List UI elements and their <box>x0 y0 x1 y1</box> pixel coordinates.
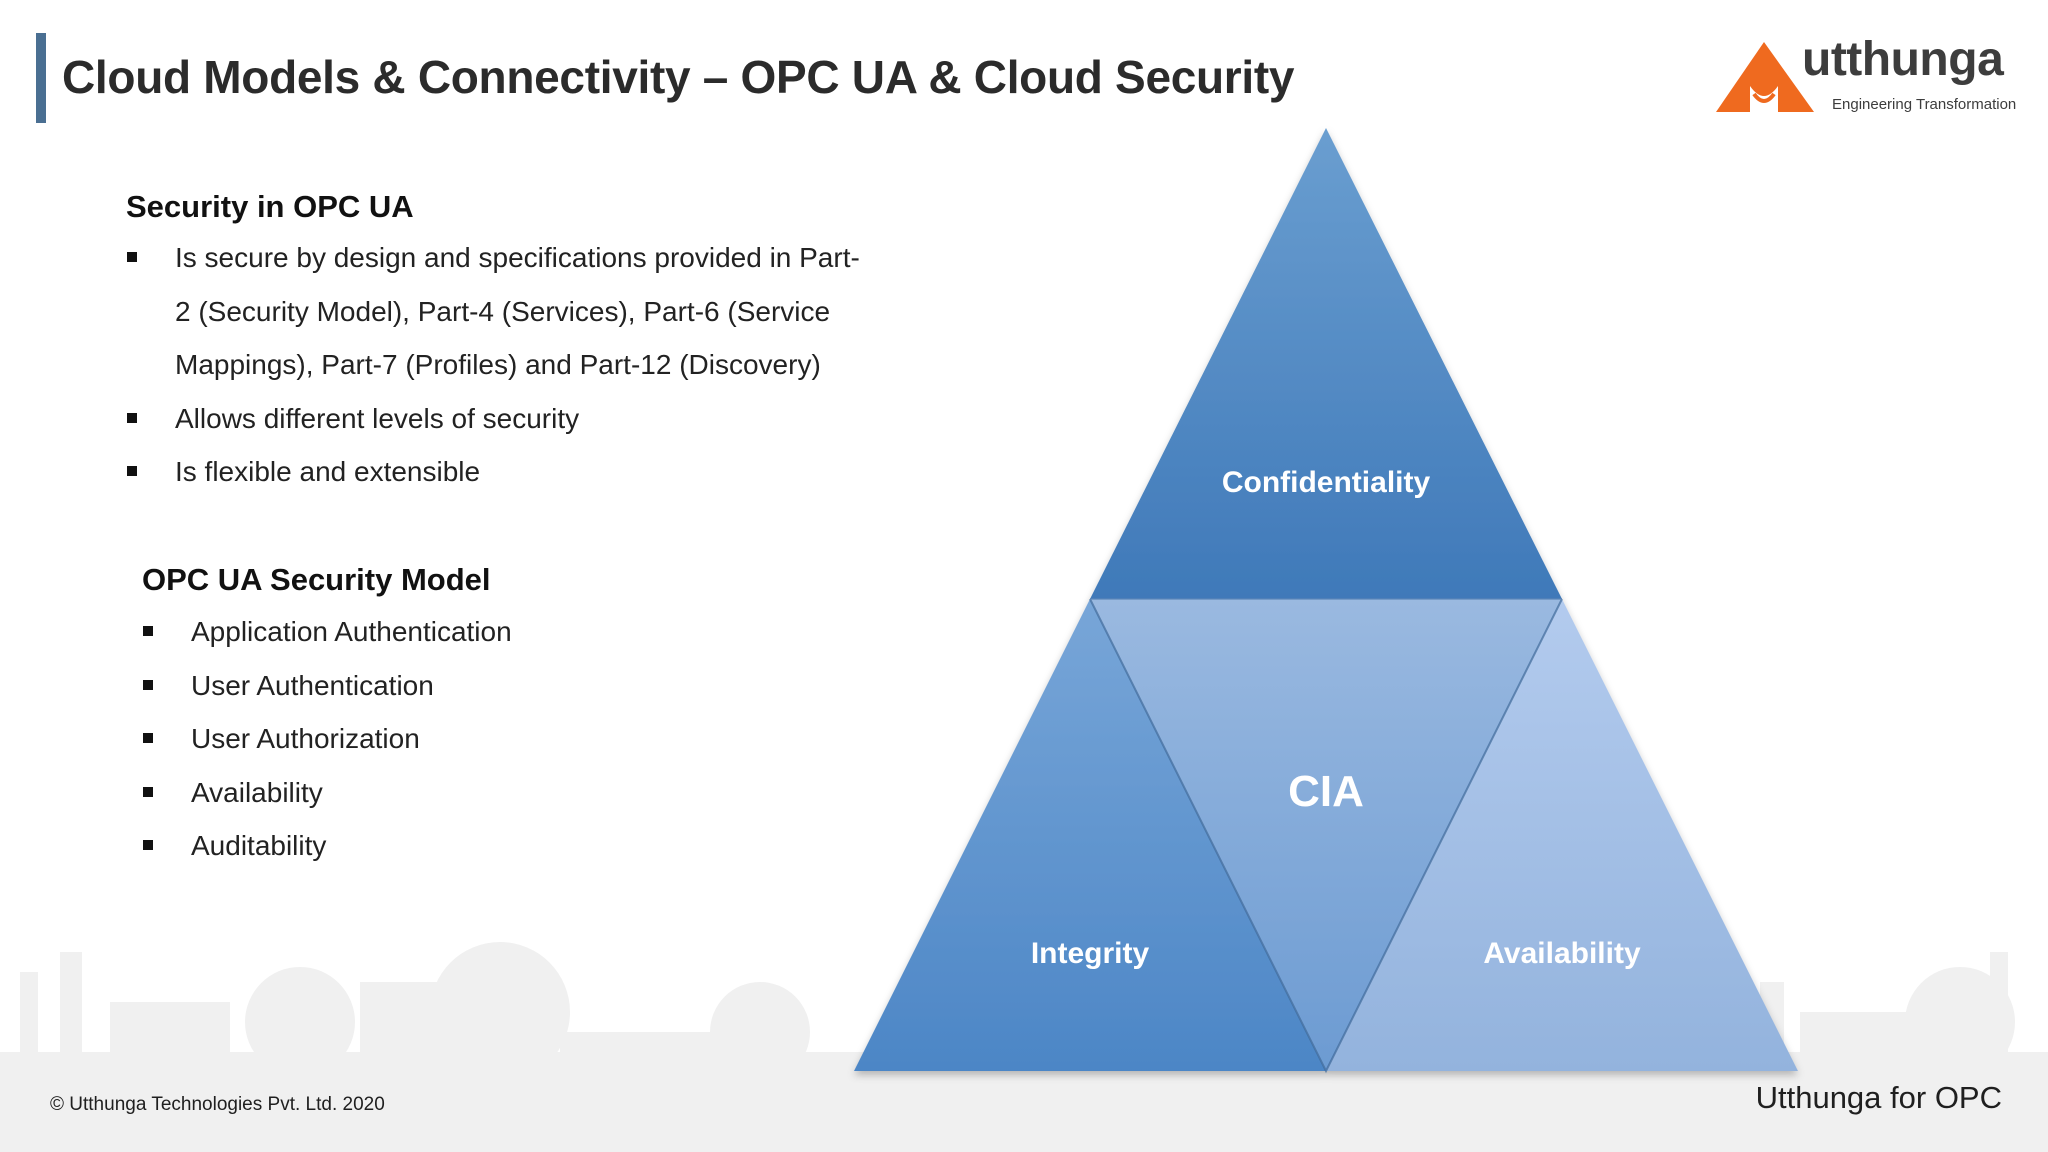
bullet-square-icon <box>127 412 137 423</box>
section-heading-security-in-opc-ua: Security in OPC UA <box>126 189 414 224</box>
title-accent-bar <box>36 33 46 123</box>
cia-label: CIA <box>1288 767 1364 816</box>
integrity-triangle <box>854 599 1326 1071</box>
bullet-square-icon <box>127 252 137 262</box>
list-item: Is secure by design and specifications p… <box>127 231 867 392</box>
list-item: Application Authentication <box>143 605 743 659</box>
list-item: User Authorization <box>143 712 743 766</box>
footer-brand: Utthunga for OPC <box>1755 1080 2002 1115</box>
bullet-square-icon <box>143 679 153 690</box>
bullet-square-icon <box>127 466 137 476</box>
bullet-square-icon <box>143 840 153 850</box>
list-item: Allows different levels of security <box>127 392 867 446</box>
footer-copyright: © Utthunga Technologies Pvt. Ltd. 2020 <box>50 1094 385 1115</box>
bullet-square-icon <box>143 626 153 636</box>
section-heading-opc-ua-security-model: OPC UA Security Model <box>142 562 491 597</box>
utthunga-logo: utthunga Engineering Transformation <box>1716 33 2017 118</box>
logo-tagline: Engineering Transformation <box>1832 96 2017 113</box>
confidentiality-label: Confidentiality <box>1222 466 1431 499</box>
integrity-label: Integrity <box>1031 937 1150 970</box>
bullet-square-icon <box>143 733 153 743</box>
list-item: Availability <box>143 766 743 820</box>
list-item: User Authentication <box>143 659 743 713</box>
cia-center-triangle <box>1090 599 1562 1071</box>
confidentiality-triangle <box>1090 128 1562 599</box>
availability-triangle <box>1326 599 1798 1071</box>
security-in-opc-ua-list: Is secure by design and specifications p… <box>127 231 867 499</box>
logo-wordmark: utthunga <box>1802 33 2004 86</box>
bullet-square-icon <box>143 786 153 797</box>
opc-ua-security-model-list: Application Authentication User Authenti… <box>143 605 743 873</box>
slide-title: Cloud Models & Connectivity – OPC UA & C… <box>62 51 1295 103</box>
list-item: Is flexible and extensible <box>127 445 867 499</box>
list-item: Auditability <box>143 819 743 873</box>
logo-mark-icon <box>1716 42 1814 112</box>
availability-label: Availability <box>1483 937 1641 970</box>
